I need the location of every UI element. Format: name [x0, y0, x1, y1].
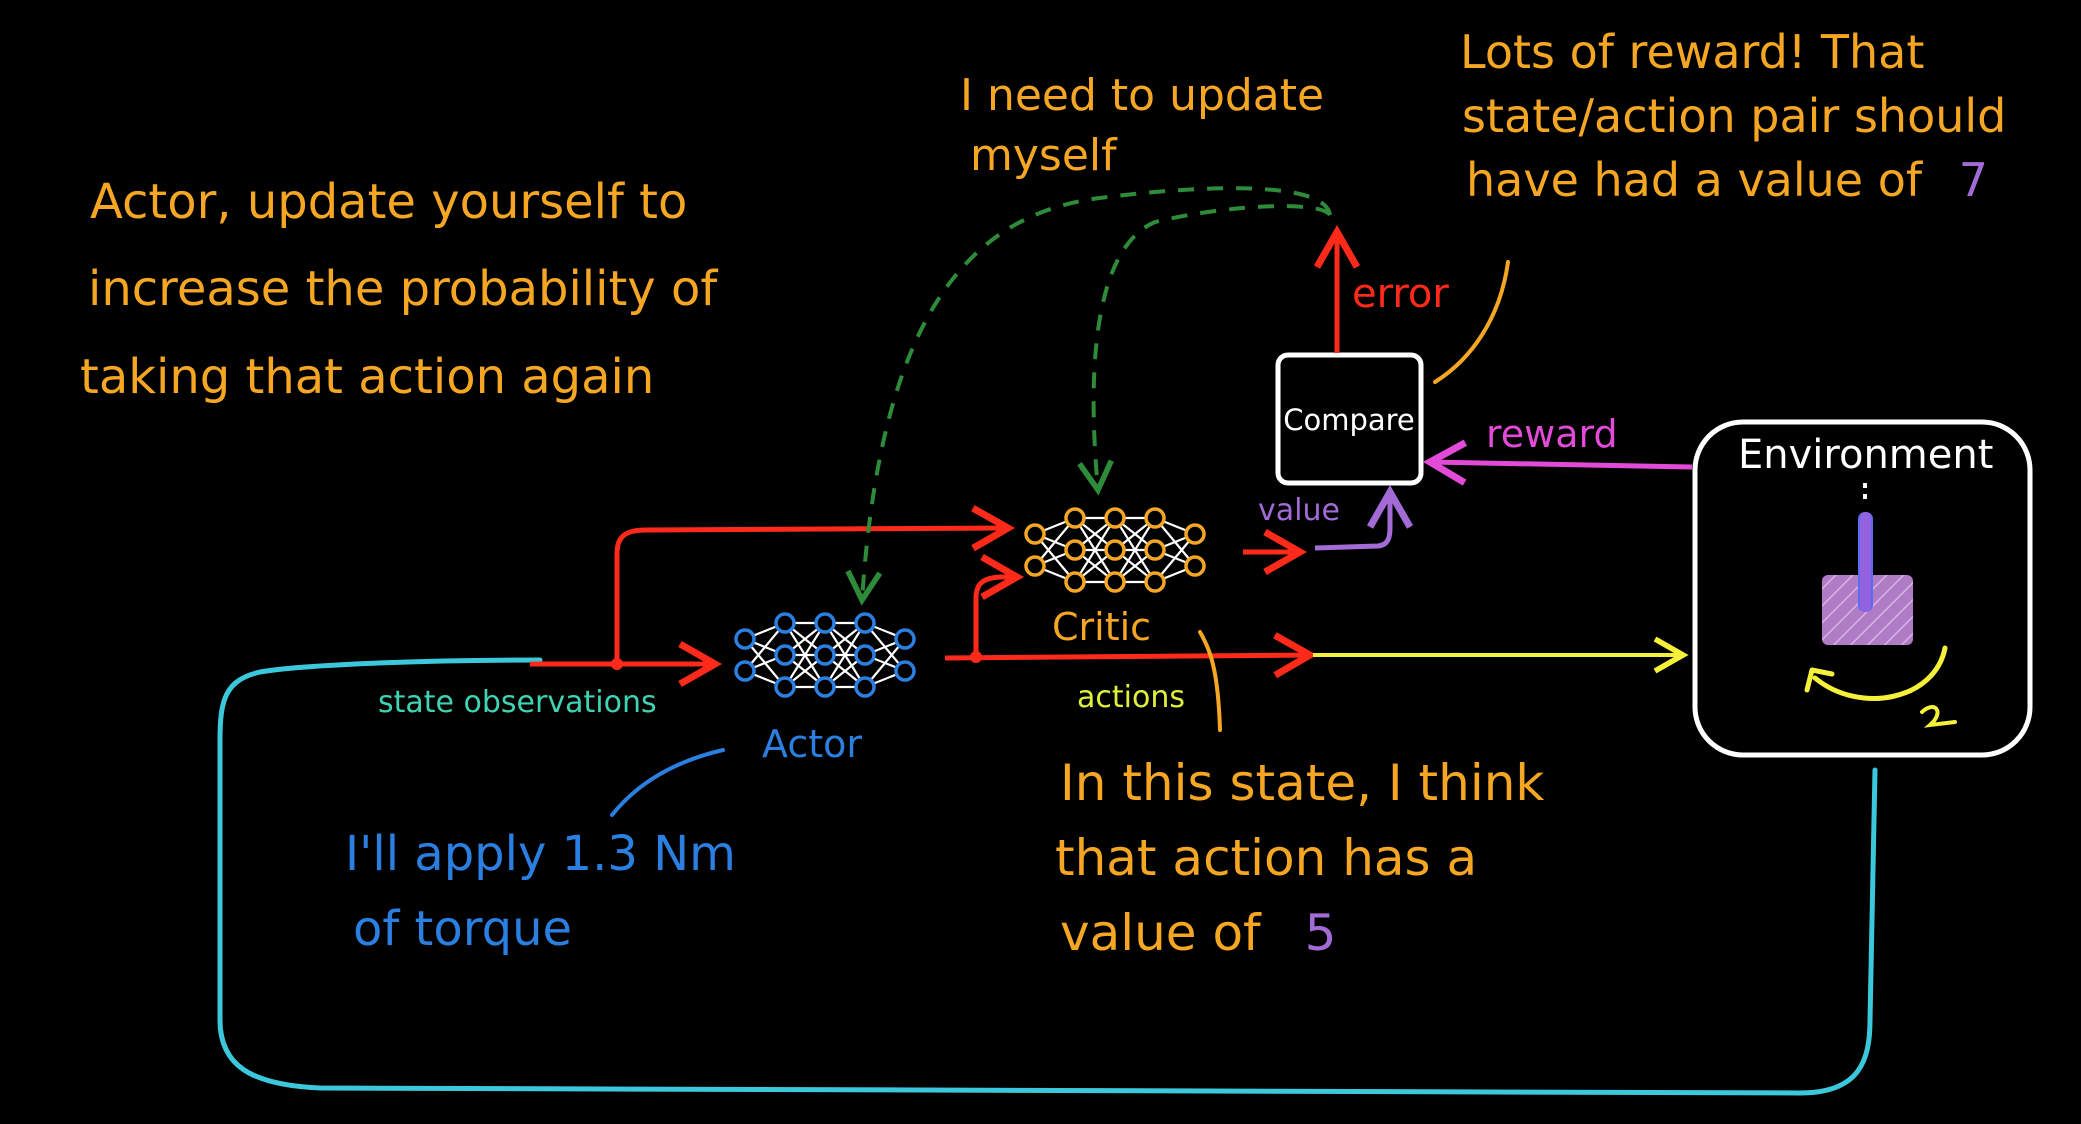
feedback-loop [217, 657, 1878, 1096]
network-node [1104, 539, 1126, 561]
network-node [1024, 555, 1046, 577]
critic-note-value: 5 [1305, 904, 1337, 962]
network-node [774, 644, 796, 666]
critic-note-line-3: value of [1060, 904, 1262, 962]
pendulum-icon [1822, 483, 1913, 645]
network-node [1064, 571, 1086, 593]
state-to-critic-arrow [614, 505, 1016, 664]
network-node [894, 660, 916, 682]
critic-self-note: I need to update myself [960, 70, 1338, 181]
update-critic-arrow [1077, 204, 1332, 496]
reward-arrow [1422, 439, 1693, 486]
network-node [774, 612, 796, 634]
action-to-critic-arrow [973, 553, 1025, 657]
network-node [774, 676, 796, 698]
network-node [1144, 571, 1166, 593]
reward-note-line-2: state/action pair should [1462, 89, 2006, 143]
critic-value-note: In this state, I think that action has a… [1055, 754, 1560, 962]
actor-update-line-2: increase the probability of [88, 261, 718, 317]
network-node [734, 660, 756, 682]
network-node [814, 676, 836, 698]
network-edge [824, 622, 866, 688]
network-node [734, 628, 756, 650]
compare-label: Compare [1283, 403, 1415, 437]
actor-torque-line-2: of torque [353, 901, 572, 957]
network-node [854, 644, 876, 666]
network-node [894, 628, 916, 650]
network-node [1024, 523, 1046, 545]
network-node [1184, 523, 1206, 545]
network-node [1064, 507, 1086, 529]
network-edge [1074, 517, 1116, 583]
network-node [1144, 507, 1166, 529]
reward-note: Lots of reward! That state/action pair s… [1460, 25, 2021, 207]
network-node [1064, 539, 1086, 561]
actor-update-line-1: Actor, update yourself to [90, 174, 687, 230]
reward-note-line-3: have had a value of [1466, 153, 1924, 207]
error-label: error [1352, 271, 1449, 317]
actor-update-note: Actor, update yourself to increase the p… [80, 174, 733, 405]
critic-self-line-2: myself [970, 130, 1118, 181]
state-observations-label: state observations [378, 685, 657, 720]
actor-update-line-3: taking that action again [80, 349, 654, 405]
network-node [854, 612, 876, 634]
critic-label: Critic [1052, 605, 1151, 649]
reward-note-value: 7 [1959, 153, 1988, 207]
network-node [814, 644, 836, 666]
action-arrow [944, 632, 1318, 679]
environment-box [1692, 419, 2033, 758]
value-arrow [1314, 484, 1414, 551]
critic-self-line-1: I need to update [960, 70, 1324, 121]
rotation-arrow-icon [1804, 645, 1957, 728]
actor-label: Actor [762, 722, 862, 766]
compare-box [1275, 352, 1424, 486]
reward-note-line-1: Lots of reward! That [1460, 25, 1924, 79]
network-edge [1114, 517, 1156, 583]
value-label: value [1258, 493, 1340, 528]
network-node [1144, 539, 1166, 561]
neural-network-icon [734, 612, 916, 698]
neural-network-icon [1024, 507, 1206, 593]
critic-note-pointer [1198, 630, 1222, 732]
actions-label: actions [1077, 680, 1185, 715]
reward-label: reward [1486, 412, 1618, 456]
network-node [854, 676, 876, 698]
critic-note-line-2: that action has a [1055, 829, 1477, 887]
network-node [1184, 555, 1206, 577]
network-edge [784, 622, 826, 688]
torque-pointer [610, 748, 725, 817]
network-node [814, 612, 836, 634]
actor-torque-note: I'll apply 1.3 Nm of torque [345, 826, 751, 957]
update-actor-arrow [845, 186, 1332, 606]
network-node [1104, 507, 1126, 529]
environment-label: Environment [1738, 432, 1993, 478]
reward-note-pointer [1433, 260, 1510, 384]
network-node [1104, 571, 1126, 593]
critic-note-line-1: In this state, I think [1060, 754, 1544, 812]
actor-torque-line-1: I'll apply 1.3 Nm [345, 826, 736, 882]
